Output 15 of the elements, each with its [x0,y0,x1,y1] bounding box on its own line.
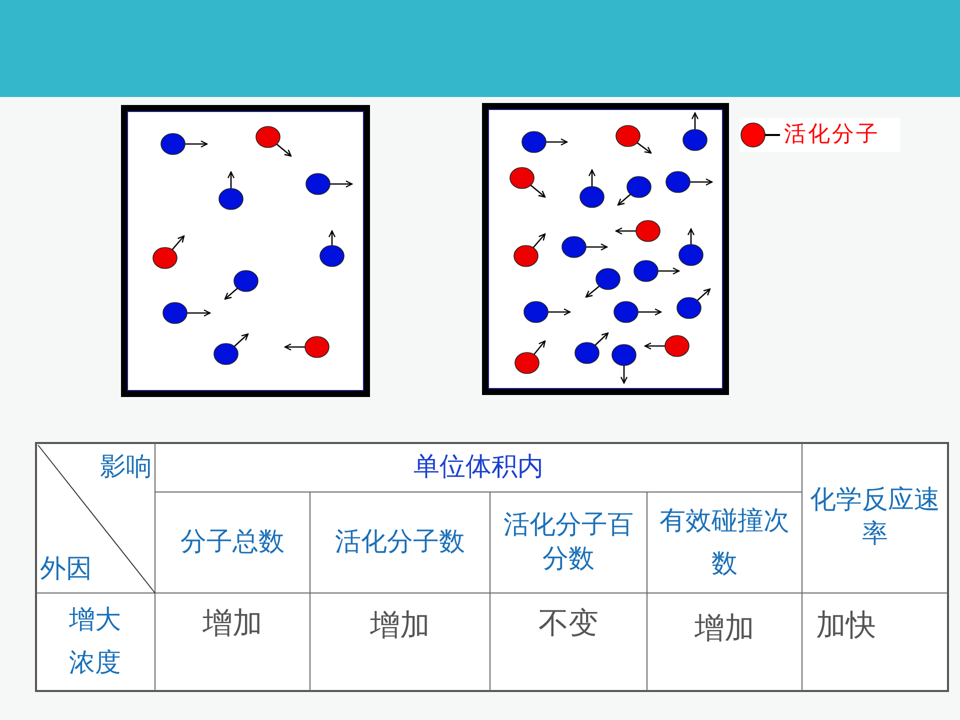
row-header: 增大浓度 [68,604,122,680]
column-header: 外因 [40,553,92,586]
column-header: 活化分子百分数 [504,508,634,576]
column-header: 有效碰撞次数 [658,504,790,580]
table-value: 增加 [694,610,754,648]
table-value: 加快 [815,607,876,645]
column-header: 分子总数 [180,526,284,559]
column-header: 活化分子数 [335,526,465,559]
table-value: 增加 [202,604,262,642]
column-header: 化学反应速率 [810,484,940,551]
column-header: 影响 [100,451,152,484]
table-value: 不变 [538,604,598,642]
table-value: 增加 [370,607,430,645]
legend-label: 活化分子 [784,120,880,149]
column-header: 单位体积内 [414,450,544,484]
